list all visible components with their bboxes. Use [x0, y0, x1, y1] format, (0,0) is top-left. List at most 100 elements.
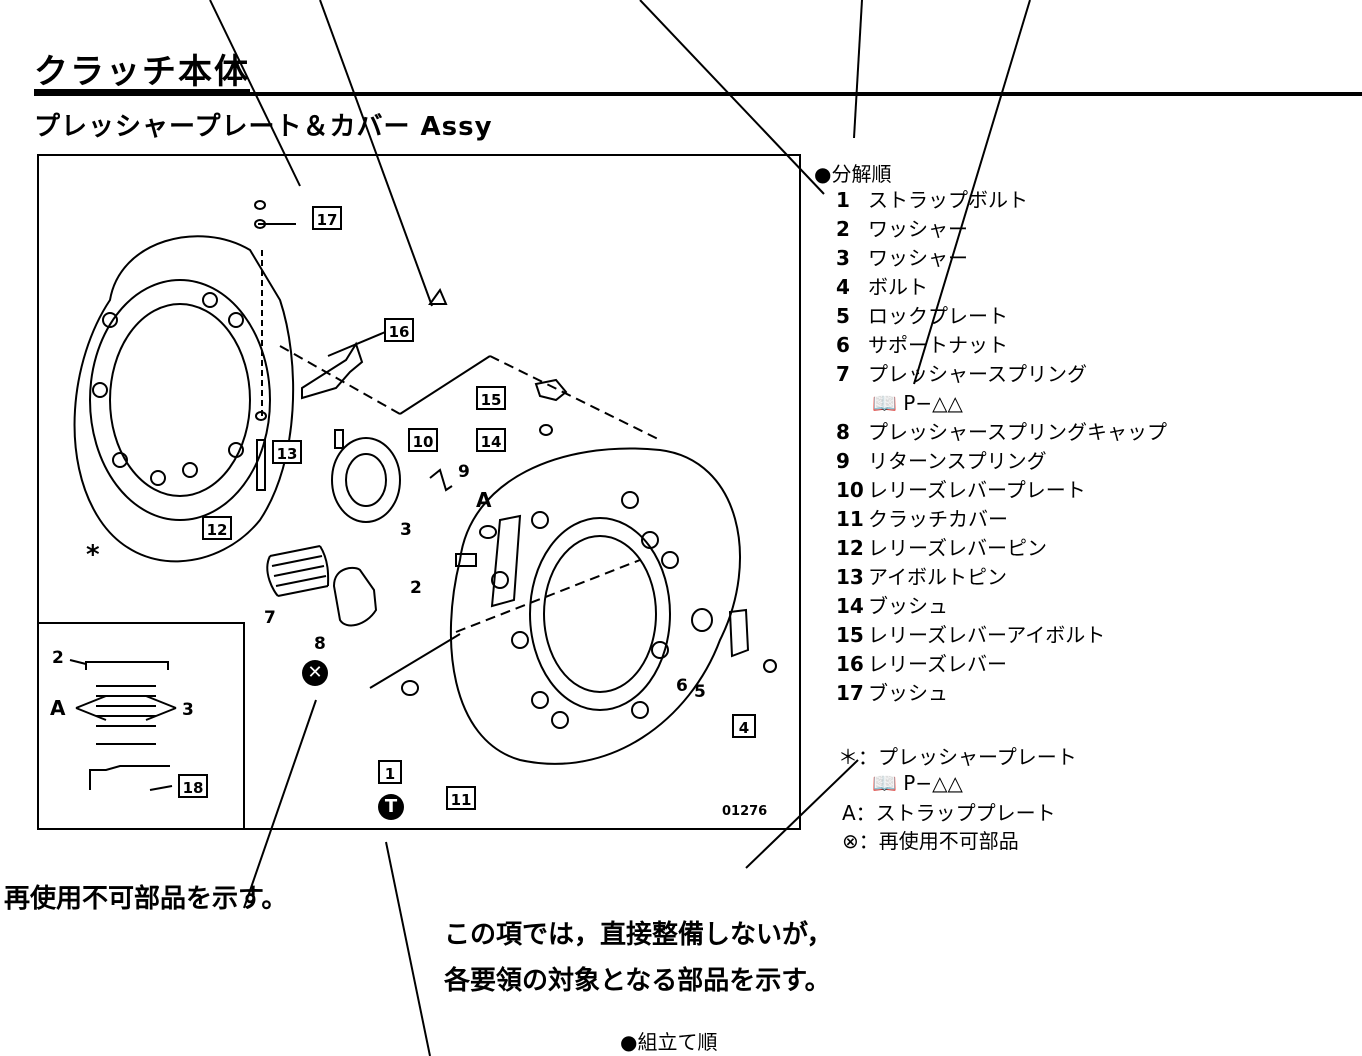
release-lever-drawing [301, 341, 364, 400]
callout-reference-line2: 各要領の対象となる部品を示す。 [444, 966, 831, 996]
leader-line [319, 0, 433, 307]
leader-line [385, 841, 431, 1056]
item-number: 14 [836, 594, 864, 618]
part-box-1: 1 [378, 760, 402, 784]
part-box-18: 18 [178, 774, 208, 798]
inset-stack-drawing [69, 659, 177, 791]
inset-label-2: 2 [52, 648, 64, 668]
label-2: 2 [410, 578, 422, 598]
item-name: ロックプレート [868, 304, 1008, 328]
disassembly-item: 4 ボルト [836, 273, 928, 302]
disassembly-item: 3 ワッシャー [836, 244, 968, 273]
label-9: 9 [458, 462, 470, 482]
item-number: 3 [836, 246, 850, 270]
part-box-15: 15 [476, 386, 506, 410]
label-8: 8 [314, 634, 326, 654]
spring-cap-drawing [332, 567, 378, 627]
item-name: サポートナット [868, 333, 1008, 357]
part-box-12: 12 [202, 516, 232, 540]
leader-line [853, 0, 863, 139]
item-number: 10 [836, 478, 864, 502]
pressure-plate-marker: * [86, 540, 100, 570]
part-box-13: 13 [272, 440, 302, 464]
disassembly-item: 6 サポートナット [836, 331, 1008, 360]
legend-star: ＊：プレッシャープレート [838, 745, 1077, 769]
item-name: リターンスプリング [868, 449, 1047, 473]
legend-star-ref: 📖 P−△△ [872, 771, 963, 795]
callout-non-reusable: 再使用不可部品を示す。 [4, 884, 288, 914]
label-6: 6 [676, 676, 688, 696]
item-name: レリーズレバープレート [868, 478, 1086, 502]
assembly-heading: ●組立て順 [620, 1030, 718, 1054]
part-box-17: 17 [312, 206, 342, 230]
item-name: プレッシャースプリングキャップ [868, 420, 1167, 444]
legend-non-reusable: ⊗：再使用不可部品 [842, 829, 1019, 853]
figure-id: 01276 [722, 804, 768, 819]
label-3: 3 [400, 520, 412, 540]
item-number: 2 [836, 217, 850, 241]
part-box-4: 4 [732, 714, 756, 738]
item-name: ブッシュ [868, 594, 948, 618]
strap-plate-label: A [476, 488, 492, 512]
pressure-plate-drawing [73, 235, 295, 563]
release-lever-plate-drawing [331, 437, 401, 523]
disassembly-item: 1 ストラップボルト [836, 186, 1028, 215]
non-reusable-icon: ✕ [302, 660, 328, 686]
item-number: 13 [836, 565, 864, 589]
item-name: クラッチカバー [868, 507, 1008, 531]
item-number: 11 [836, 507, 864, 531]
item-name: 📖 P−△△ [872, 391, 963, 415]
item-name: レリーズレバーピン [868, 536, 1047, 560]
section-title: クラッチ本体 [34, 52, 250, 92]
disassembly-item: 📖 P−△△ [872, 389, 963, 418]
item-name: ストラップボルト [868, 188, 1028, 212]
part-box-11: 11 [446, 786, 476, 810]
leader-line [913, 0, 1031, 385]
disassembly-item: 9 リターンスプリング [836, 447, 1047, 476]
item-name: ワッシャー [868, 246, 968, 270]
disassembly-item: 7 プレッシャースプリング [836, 360, 1087, 389]
item-name: ボルト [868, 275, 928, 299]
item-number: 6 [836, 333, 850, 357]
clutch-cover-drawing [449, 447, 741, 765]
disassembly-item: 5 ロックプレート [836, 302, 1008, 331]
label-5: 5 [694, 682, 706, 702]
label-7: 7 [264, 608, 276, 628]
item-name: プレッシャースプリング [868, 362, 1087, 386]
part-box-16: 16 [384, 318, 414, 342]
item-name: レリーズレバーアイボルト [868, 623, 1106, 647]
torque-icon: T [378, 794, 404, 820]
callout-reference-line1: この項では，直接整備しないが， [444, 920, 833, 950]
item-name: アイボルトピン [868, 565, 1007, 589]
item-number: 5 [836, 304, 850, 328]
inset-label-3: 3 [182, 700, 194, 720]
leader-line [745, 759, 859, 869]
exploded-diagram-frame [37, 154, 801, 830]
item-number: 4 [836, 275, 850, 299]
item-number: 9 [836, 449, 850, 473]
item-name: レリーズレバー [868, 652, 1007, 676]
leader-line [639, 0, 825, 195]
pressure-spring-drawing [266, 545, 330, 597]
legend-strap-plate: A：ストラッププレート [842, 801, 1056, 825]
item-number: 7 [836, 362, 850, 386]
item-name: ブッシュ [868, 681, 948, 705]
part-box-10: 10 [408, 428, 438, 452]
inset-frame [37, 622, 245, 830]
leader-line [209, 0, 301, 187]
return-spring-drawing [429, 468, 453, 492]
item-number: 17 [836, 681, 864, 705]
part-box-14: 14 [476, 428, 506, 452]
item-number: 1 [836, 188, 850, 212]
disassembly-heading: ●分解順 [814, 162, 892, 186]
title-rule [34, 92, 1362, 96]
